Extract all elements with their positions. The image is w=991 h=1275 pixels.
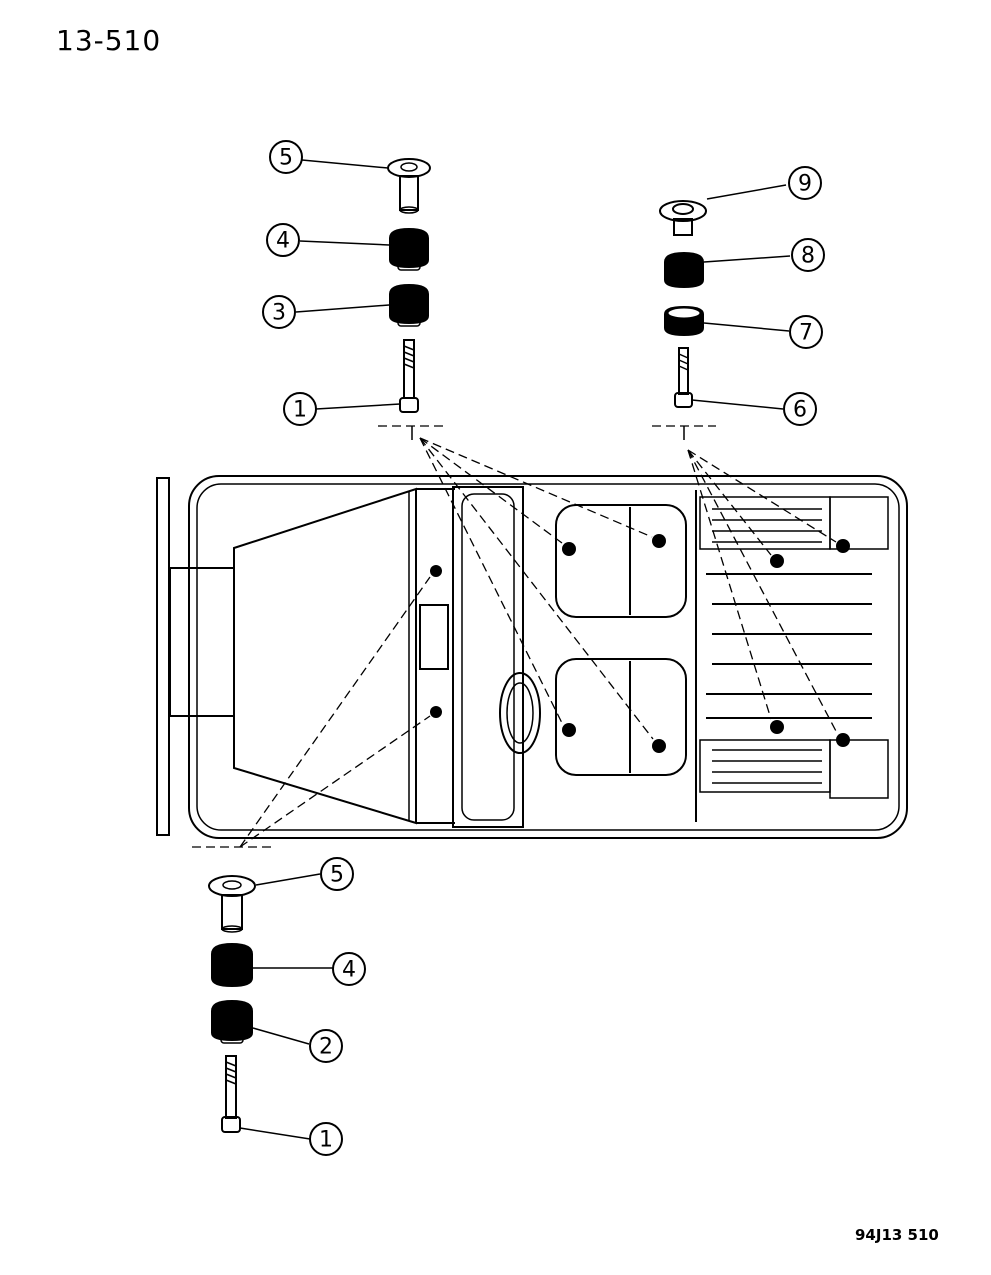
- front-left-mount-stack: [295, 158, 431, 413]
- callout-lower-cushion: 3: [262, 295, 296, 329]
- mount-point-dot-icon: [836, 539, 850, 553]
- body-outer-outline: [188, 475, 908, 839]
- mount-point-dot-icon: [770, 554, 784, 568]
- rubber-cushion-icon: [211, 1000, 253, 1044]
- seat-left-front: [555, 658, 687, 776]
- page-number: 13-510: [56, 24, 162, 57]
- svg-text:4: 4: [276, 229, 290, 254]
- rubber-cushion-icon: [389, 284, 429, 327]
- mount-point-dot-icon: [770, 720, 784, 734]
- retainer-icon: [659, 200, 707, 236]
- svg-text:2: 2: [319, 1035, 333, 1060]
- mount-point-dot-icon: [562, 542, 576, 556]
- mount-point-dot-icon: [652, 739, 666, 753]
- rubber-cushion-icon: [664, 252, 704, 288]
- windshield-frame: [452, 486, 524, 828]
- callout-washer: 5: [269, 140, 303, 174]
- steering-wheel: [499, 672, 541, 754]
- seat-right-front: [555, 504, 687, 618]
- cowl-mount-stack: [208, 873, 333, 1140]
- svg-text:7: 7: [799, 321, 813, 346]
- mount-point-dot-icon: [836, 733, 850, 747]
- callout-bolt: 6: [783, 392, 817, 426]
- vehicle-body-outline: [156, 475, 908, 839]
- bolt-icon: [674, 347, 693, 408]
- svg-text:5: 5: [279, 146, 293, 171]
- callout-upper-cushion: 8: [791, 238, 825, 272]
- windshield-inner: [461, 493, 515, 821]
- mount-point-dot-icon: [652, 534, 666, 548]
- svg-text:8: 8: [801, 244, 815, 269]
- cowl-vent: [419, 604, 449, 670]
- callout-upper-cushion: 4: [266, 223, 300, 257]
- callout-lower-cushion: 2: [309, 1029, 343, 1063]
- mount-point-dot-icon: [430, 706, 442, 718]
- rubber-cushion-icon: [389, 228, 429, 271]
- rear-right-mount-stack: [659, 184, 791, 410]
- callout-retainer: 9: [788, 166, 822, 200]
- washer-icon: [208, 875, 256, 933]
- callout-bolt: 1: [309, 1122, 343, 1156]
- callout-bubbles: 5 4 3 1 9 8 7 6: [262, 140, 825, 1156]
- svg-text:1: 1: [293, 398, 307, 423]
- mount-point-dot-icon: [562, 723, 576, 737]
- bolt-icon: [399, 339, 419, 413]
- front-bumper: [156, 477, 170, 836]
- callout-spacer: 7: [789, 315, 823, 349]
- callout-upper-cushion: 4: [332, 952, 366, 986]
- mount-point-dot-icon: [430, 565, 442, 577]
- svg-text:6: 6: [793, 398, 807, 423]
- svg-text:3: 3: [272, 301, 286, 326]
- drawing-id: 94J13 510: [855, 1226, 939, 1244]
- leader-lines: [192, 425, 838, 848]
- mount-points: [430, 534, 850, 753]
- callout-bolt: 1: [283, 392, 317, 426]
- bolt-icon: [221, 1055, 241, 1133]
- engine-hood: [233, 487, 417, 825]
- washer-icon: [387, 158, 431, 214]
- callout-washer: 5: [320, 857, 354, 891]
- svg-text:4: 4: [342, 958, 356, 983]
- grille-block: [169, 567, 235, 717]
- svg-text:9: 9: [798, 172, 812, 197]
- spacer-ring-icon: [664, 306, 704, 336]
- rubber-cushion-icon: [211, 943, 253, 987]
- cargo-floor-ribs: [695, 490, 889, 822]
- svg-text:1: 1: [319, 1128, 333, 1153]
- body-inner-outline: [196, 483, 900, 831]
- svg-text:5: 5: [330, 863, 344, 888]
